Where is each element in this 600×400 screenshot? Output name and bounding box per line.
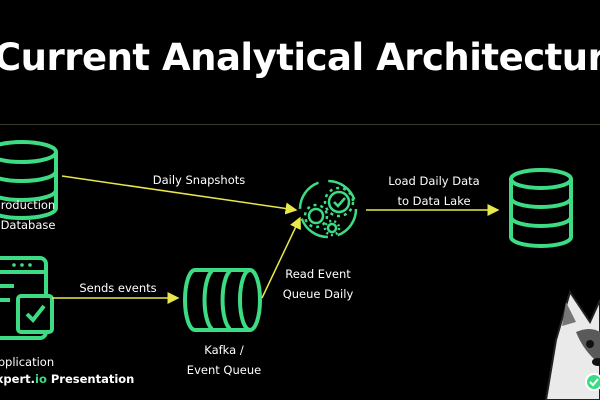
page-title: Current Analytical Architecture — [0, 36, 600, 79]
brand-prefix: xpert. — [0, 372, 35, 386]
database-icon — [509, 168, 573, 248]
divider — [0, 124, 600, 125]
application-label: Application — [0, 355, 55, 369]
brand-suffix: io — [35, 372, 47, 386]
database-icon — [0, 140, 58, 220]
kafka-label: Kafka / Event Queue — [186, 343, 262, 377]
load-daily-data-label: Load Daily Data to Data Lake — [388, 174, 480, 208]
gears-icon — [298, 179, 358, 239]
edge-read-event-queue — [261, 216, 301, 299]
sends-events-label: Sends events — [79, 281, 157, 295]
mobile-app-icon — [0, 256, 54, 340]
husky-mascot-icon — [544, 289, 600, 400]
edge-daily-snapshots — [61, 175, 298, 215]
read-event-queue-label: Read Event Queue Daily — [282, 267, 354, 301]
brand-tail: Presentation — [46, 372, 135, 386]
kafka-queue-icon — [183, 268, 262, 332]
production-database-label: roduction Database — [0, 198, 56, 232]
daily-snapshots-label: Daily Snapshots — [152, 173, 246, 187]
footer-brand: xpert.io Presentation — [0, 372, 134, 386]
